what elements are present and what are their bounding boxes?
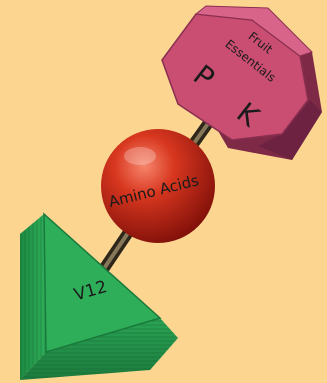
triangle-face	[43, 212, 162, 354]
triangle-node: V12	[20, 212, 178, 380]
sphere-node: Amino Acids	[101, 129, 215, 243]
octagon-node: Fruit Essentials P K	[161, 5, 322, 160]
